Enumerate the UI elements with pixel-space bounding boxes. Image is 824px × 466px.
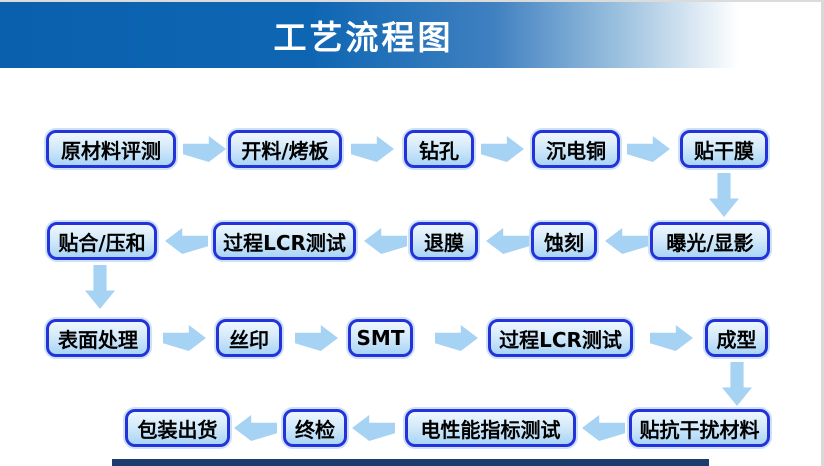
arrow-right-icon <box>295 325 338 351</box>
bottom-accent-bar <box>112 459 709 466</box>
arrow-right-icon <box>163 325 206 351</box>
step-dry-film: 贴干膜 <box>680 130 768 168</box>
step-label: 贴抗干扰材料 <box>639 417 760 442</box>
step-etching: 蚀刻 <box>531 222 597 260</box>
arrow-left-icon <box>364 228 407 254</box>
step-surface-treatment: 表面处理 <box>46 319 150 357</box>
arrow-right-icon <box>351 136 394 162</box>
step-exposure-development: 曝光/显影 <box>650 222 770 260</box>
step-label: 蚀刻 <box>544 230 584 255</box>
step-label: 贴干膜 <box>694 138 754 163</box>
step-label: 终检 <box>295 417 335 442</box>
arrow-left-icon <box>352 415 395 441</box>
arrow-left-icon <box>605 228 648 254</box>
arrow-down-icon <box>722 362 752 406</box>
step-electrical-performance-test: 电性能指标测试 <box>405 409 576 447</box>
arrow-down-icon <box>85 265 115 309</box>
step-film-stripping: 退膜 <box>410 222 478 260</box>
step-copper-deposition: 沉电铜 <box>532 130 620 168</box>
step-label: 原材料评测 <box>61 138 161 163</box>
step-process-lcr-test-2: 过程LCR测试 <box>488 319 633 357</box>
step-label: 钻孔 <box>419 138 459 163</box>
step-label: 过程LCR测试 <box>223 230 346 255</box>
arrow-right-icon <box>435 325 478 351</box>
arrow-left-icon <box>582 415 625 441</box>
step-label: 沉电铜 <box>546 138 606 163</box>
title-bar: 工艺流程图 <box>0 2 821 68</box>
step-cutting-baking: 开料/烤板 <box>228 130 342 168</box>
arrow-right-icon <box>627 136 670 162</box>
step-label: 表面处理 <box>58 327 138 352</box>
step-final-inspection: 终检 <box>283 409 347 447</box>
page-title: 工艺流程图 <box>273 18 454 57</box>
step-label: SMT <box>356 326 405 350</box>
step-label: 曝光/显影 <box>666 230 754 255</box>
arrow-left-icon <box>234 415 277 441</box>
step-label: 电性能指标测试 <box>420 417 561 442</box>
step-raw-material-evaluation: 原材料评测 <box>46 130 176 168</box>
step-lamination: 贴合/压和 <box>47 222 157 260</box>
step-label: 包装出货 <box>137 417 218 442</box>
step-label: 开料/烤板 <box>241 138 329 163</box>
arrow-right-icon <box>650 325 693 351</box>
step-anti-interference-material: 贴抗干扰材料 <box>629 409 770 447</box>
step-label: 丝印 <box>229 327 269 352</box>
step-silkscreen: 丝印 <box>216 319 282 357</box>
step-label: 过程LCR测试 <box>499 327 622 352</box>
step-forming: 成型 <box>705 319 768 357</box>
arrow-left-icon <box>486 228 529 254</box>
arrow-right-icon <box>183 136 226 162</box>
step-drilling: 钻孔 <box>404 130 474 168</box>
step-packing-shipping: 包装出货 <box>125 409 230 447</box>
step-smt: SMT <box>348 319 413 357</box>
step-label: 退膜 <box>424 230 464 255</box>
arrow-right-icon <box>481 136 524 162</box>
step-label: 贴合/压和 <box>58 230 146 255</box>
step-process-lcr-test-1: 过程LCR测试 <box>213 222 356 260</box>
step-label: 成型 <box>716 327 757 352</box>
arrow-left-icon <box>165 228 208 254</box>
arrow-down-icon <box>709 173 739 217</box>
